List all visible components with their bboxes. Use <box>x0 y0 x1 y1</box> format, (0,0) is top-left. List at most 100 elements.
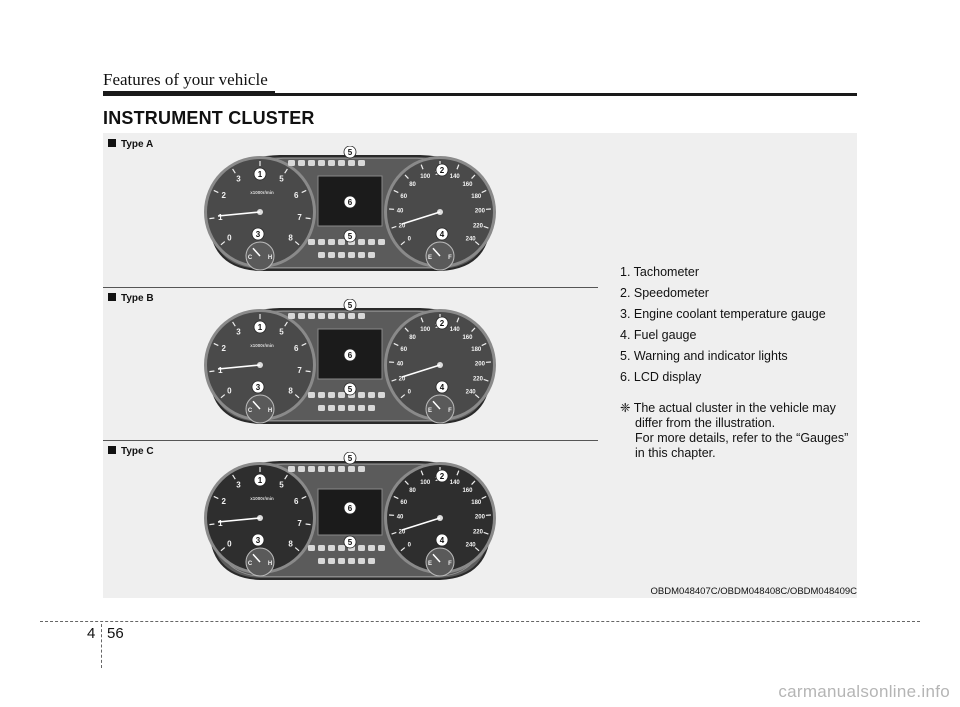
indicator-light-icon <box>338 558 345 564</box>
section-title: INSTRUMENT CLUSTER <box>103 108 315 128</box>
legend-item: 3. Engine coolant temperature gauge <box>620 307 826 321</box>
gauge-tick-label: 3 <box>236 327 241 336</box>
callout-marker <box>435 380 449 394</box>
gauge-tick-label: 5 <box>279 174 284 183</box>
footer-divider <box>101 624 102 668</box>
gauge-tick-label: 140 <box>450 480 461 486</box>
indicator-light-icon <box>328 405 335 411</box>
gauge-tick-label: 240 <box>466 237 477 243</box>
gauge-tick-label: 1 <box>218 213 223 222</box>
callout-number: 6 <box>348 504 353 513</box>
indicator-light-icon <box>318 160 325 166</box>
gauge-tick-label: 2 <box>222 344 227 353</box>
indicator-light-icon <box>378 239 385 245</box>
indicator-light-icon <box>338 545 345 551</box>
callout-marker <box>343 348 357 362</box>
gauge-tick <box>420 164 424 170</box>
callout-number: 5 <box>348 232 353 241</box>
sub-gauge-label: E <box>428 561 432 567</box>
gauge-tick <box>393 189 399 194</box>
callout-marker <box>343 382 357 396</box>
legend-item: 1. Tachometer <box>620 265 699 279</box>
indicator-light-icon <box>348 252 355 258</box>
gauge-tick-label: 80 <box>409 335 416 341</box>
legend-item: 2. Speedometer <box>620 286 709 300</box>
square-bullet-icon <box>108 139 116 147</box>
sub-gauge-label: H <box>268 255 272 261</box>
gauge-tick <box>471 480 476 485</box>
speed-needle <box>401 364 441 378</box>
indicator-light-icon <box>358 239 365 245</box>
gauge-tick <box>456 317 460 323</box>
callout-number: 3 <box>256 383 261 392</box>
indicator-light-icon <box>338 160 345 166</box>
note-line: differ from the illustration. <box>635 416 776 430</box>
indicator-light-icon <box>328 558 335 564</box>
gauge-tick <box>474 394 480 399</box>
note-line: in this chapter. <box>635 446 716 460</box>
footer-rule <box>40 621 920 622</box>
indicator-light-icon <box>358 160 365 166</box>
gauge-tick-label: 200 <box>475 362 486 368</box>
callout-number: 5 <box>348 301 353 310</box>
indicator-light-icon <box>318 405 325 411</box>
sub-gauge-needle <box>432 553 441 563</box>
gauge-tick-label: 5 <box>279 480 284 489</box>
tach-needle <box>217 211 261 217</box>
indicator-light-icon <box>298 160 305 166</box>
gauge-tick <box>220 547 226 552</box>
gauge-tick <box>471 174 476 179</box>
indicator-light-icon <box>308 545 315 551</box>
gauge-tick-label: 200 <box>475 515 486 521</box>
page-number: 56 <box>107 625 124 642</box>
sub-gauge-needle <box>252 247 261 257</box>
speed-needle <box>401 211 441 225</box>
indicator-light-icon <box>358 558 365 564</box>
indicator-light-icon <box>318 558 325 564</box>
gauge-tick <box>391 225 397 229</box>
gauge-tick-label: 1 <box>218 519 223 528</box>
note-line: For more details, refer to the “Gauges” <box>635 431 849 445</box>
indicator-light-icon <box>358 466 365 472</box>
callout-marker <box>435 163 449 177</box>
gauge-tick-label: 1 <box>218 366 223 375</box>
indicator-light-icon <box>308 392 315 398</box>
header-rule <box>103 93 857 96</box>
gauge-tick <box>474 547 480 552</box>
sub-gauge-label: F <box>448 408 452 414</box>
sub-gauge-label: E <box>428 255 432 261</box>
callout-marker <box>343 229 357 243</box>
indicator-light-icon <box>368 392 375 398</box>
lcd-display <box>317 488 383 536</box>
sub-gauge-label: F <box>448 561 452 567</box>
callout-number: 6 <box>348 198 353 207</box>
gauge-tick-label: 160 <box>462 335 473 341</box>
sub-gauge-label: H <box>268 561 272 567</box>
watermark: carmanualsonline.info <box>778 682 950 701</box>
indicator-light-icon <box>348 466 355 472</box>
gauge-tick <box>483 531 489 535</box>
indicator-light-icon <box>338 313 345 319</box>
gauge-tick <box>393 342 399 347</box>
gauge-tick-label: 60 <box>400 194 407 200</box>
gauge-tick <box>400 241 406 246</box>
legend-list: 1. Tachometer 2. Speedometer 3. Engine c… <box>620 262 826 388</box>
callout-marker <box>251 533 265 547</box>
sub-gauge-label: E <box>428 408 432 414</box>
sub-gauge-label: H <box>268 408 272 414</box>
indicator-light-icon <box>358 252 365 258</box>
indicator-light-icon <box>368 405 375 411</box>
gauge-tick <box>294 547 300 552</box>
gauge-tick-label: 7 <box>297 519 302 528</box>
gauge-tick-label: 160 <box>462 182 473 188</box>
callout-number: 5 <box>348 538 353 547</box>
indicator-light-icon <box>288 466 295 472</box>
sub-gauge-needle <box>432 247 441 257</box>
callout-number: 3 <box>256 230 261 239</box>
gauge-tick-label: 40 <box>397 209 404 215</box>
square-bullet-icon <box>108 446 116 454</box>
gauge-tick <box>481 495 487 500</box>
type-c-label: Type C <box>108 446 154 457</box>
indicator-light-icon <box>318 239 325 245</box>
callout-marker <box>435 316 449 330</box>
